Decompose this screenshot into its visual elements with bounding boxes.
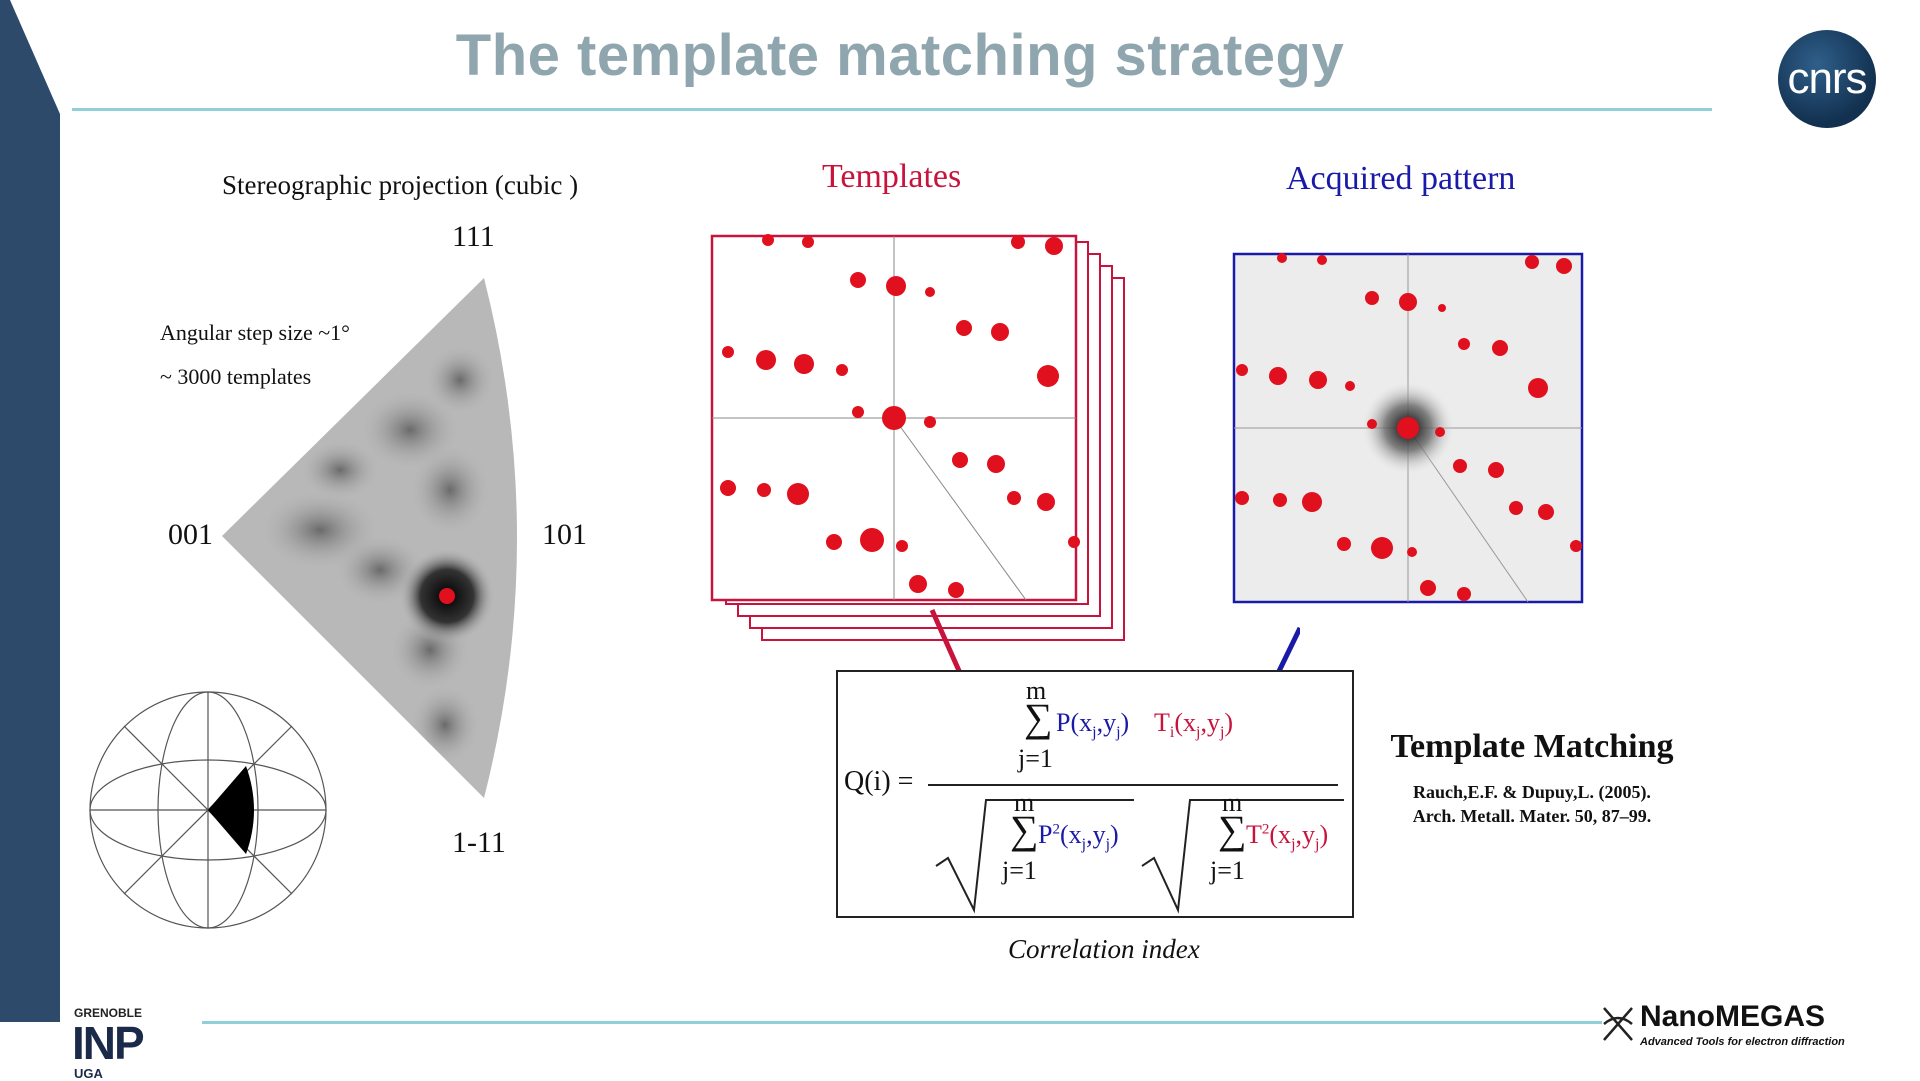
slide-title: The template matching strategy xyxy=(455,23,1345,88)
pole-111-label: 111 xyxy=(452,220,495,253)
correlation-formula-box: Q(i) = m ∑ j=1 P(xj,yj) Ti(xj,yj) m ∑ j=… xyxy=(836,670,1354,918)
den2-sum-bottom: j=1 xyxy=(1210,856,1245,885)
acquired-pattern-label: Acquired pattern xyxy=(1286,160,1516,197)
num-sum-bottom: j=1 xyxy=(1018,744,1053,773)
hotspot-red-dot xyxy=(439,588,455,604)
cnrs-logo: cnrs xyxy=(1778,30,1876,128)
den2-sum-top: m xyxy=(1222,788,1243,817)
uga-text: UGA xyxy=(74,1066,103,1081)
nanomegas-logo: NanoMEGAS Advanced Tools for electron di… xyxy=(1600,1000,1918,1050)
den1-sigma: ∑ xyxy=(1010,807,1039,852)
formula-lhs: Q(i) = xyxy=(844,766,914,797)
num-T-term: Ti(xj,yj) xyxy=(1154,708,1234,742)
num-P-term: P(xj,yj) xyxy=(1056,708,1130,742)
stereo-caption: Stereographic projection (cubic ) xyxy=(222,170,579,200)
template-matching-title: Template Matching xyxy=(1390,728,1674,765)
den1-sum-top: m xyxy=(1014,788,1035,817)
correlation-index-caption: Correlation index xyxy=(1008,934,1200,964)
stereographic-triangle xyxy=(222,278,517,798)
reference-line-1: Rauch,E.F. & Dupuy,L. (2005). xyxy=(1413,782,1651,802)
den2-sigma: ∑ xyxy=(1218,807,1247,852)
den-P-term: P2(xj,yj) xyxy=(1038,820,1119,854)
num-sum-top: m xyxy=(1026,676,1047,705)
den-T-term: T2(xj,yj) xyxy=(1246,820,1329,854)
inp-text: INP xyxy=(72,1017,145,1069)
nanomegas-emblem-icon xyxy=(1603,1007,1633,1041)
templates-label: Templates xyxy=(822,158,962,195)
grenoble-text: GRENOBLE xyxy=(74,1006,143,1020)
acquired-pattern-image xyxy=(1232,252,1584,604)
den1-sum-bottom: j=1 xyxy=(1002,856,1037,885)
stereographic-net-icon xyxy=(89,691,327,929)
fraction-bar xyxy=(928,784,1338,786)
pole-001-label: 001 xyxy=(168,518,213,551)
templates-stack xyxy=(710,234,1125,641)
top-rule xyxy=(72,108,1712,111)
nanomegas-name: NanoMEGAS xyxy=(1640,1000,1826,1033)
nanomegas-tagline: Advanced Tools for electron diffraction xyxy=(1640,1036,1845,1048)
angular-step-label: Angular step size ~1° xyxy=(160,320,350,345)
pole-101-label: 101 xyxy=(542,518,587,551)
reference-line-2: Arch. Metall. Mater. 50, 87–99. xyxy=(1412,806,1652,826)
left-accent-bar xyxy=(0,0,60,1022)
sqrt-signs xyxy=(935,799,1344,914)
grenoble-inp-logo: GRENOBLE INP UGA xyxy=(72,1006,192,1081)
num-sigma: ∑ xyxy=(1024,695,1053,740)
templates-count-label: ~ 3000 templates xyxy=(160,364,312,389)
pole-1-11-label: 1-11 xyxy=(452,826,506,859)
bottom-rule xyxy=(202,1021,1602,1024)
